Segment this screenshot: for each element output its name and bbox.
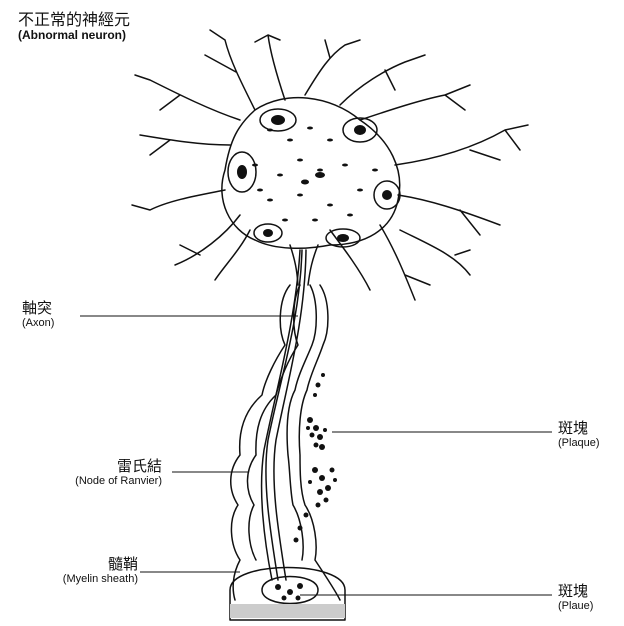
label-axon-zh: 軸突 bbox=[22, 300, 54, 317]
label-node-zh: 雷氏結 bbox=[0, 458, 162, 475]
label-myelin-en: (Myelin sheath) bbox=[0, 573, 138, 586]
label-plaque-terminal-zh: 斑塊 bbox=[558, 583, 593, 600]
myelin-sheath bbox=[231, 285, 340, 600]
label-node-en: (Node of Ranvier) bbox=[0, 475, 162, 488]
cell-body bbox=[222, 98, 400, 249]
label-myelin-zh: 髓鞘 bbox=[0, 556, 138, 573]
label-axon-en: (Axon) bbox=[22, 317, 54, 330]
axon-fibers bbox=[262, 250, 306, 580]
dendrites bbox=[132, 30, 528, 300]
axon-terminal bbox=[230, 568, 345, 621]
label-plaque-zh: 斑塊 bbox=[558, 420, 600, 437]
label-plaque-terminal-en: (Plaue) bbox=[558, 600, 593, 613]
label-myelin-sheath: 髓鞘 (Myelin sheath) bbox=[0, 556, 138, 586]
label-node-of-ranvier: 雷氏結 (Node of Ranvier) bbox=[0, 458, 162, 488]
label-plaque: 斑塊 (Plaque) bbox=[558, 420, 600, 450]
label-axon: 軸突 (Axon) bbox=[22, 300, 54, 330]
label-plaque-terminal: 斑塊 (Plaue) bbox=[558, 583, 593, 613]
glial-cells bbox=[228, 109, 400, 247]
label-plaque-en: (Plaque) bbox=[558, 437, 600, 450]
